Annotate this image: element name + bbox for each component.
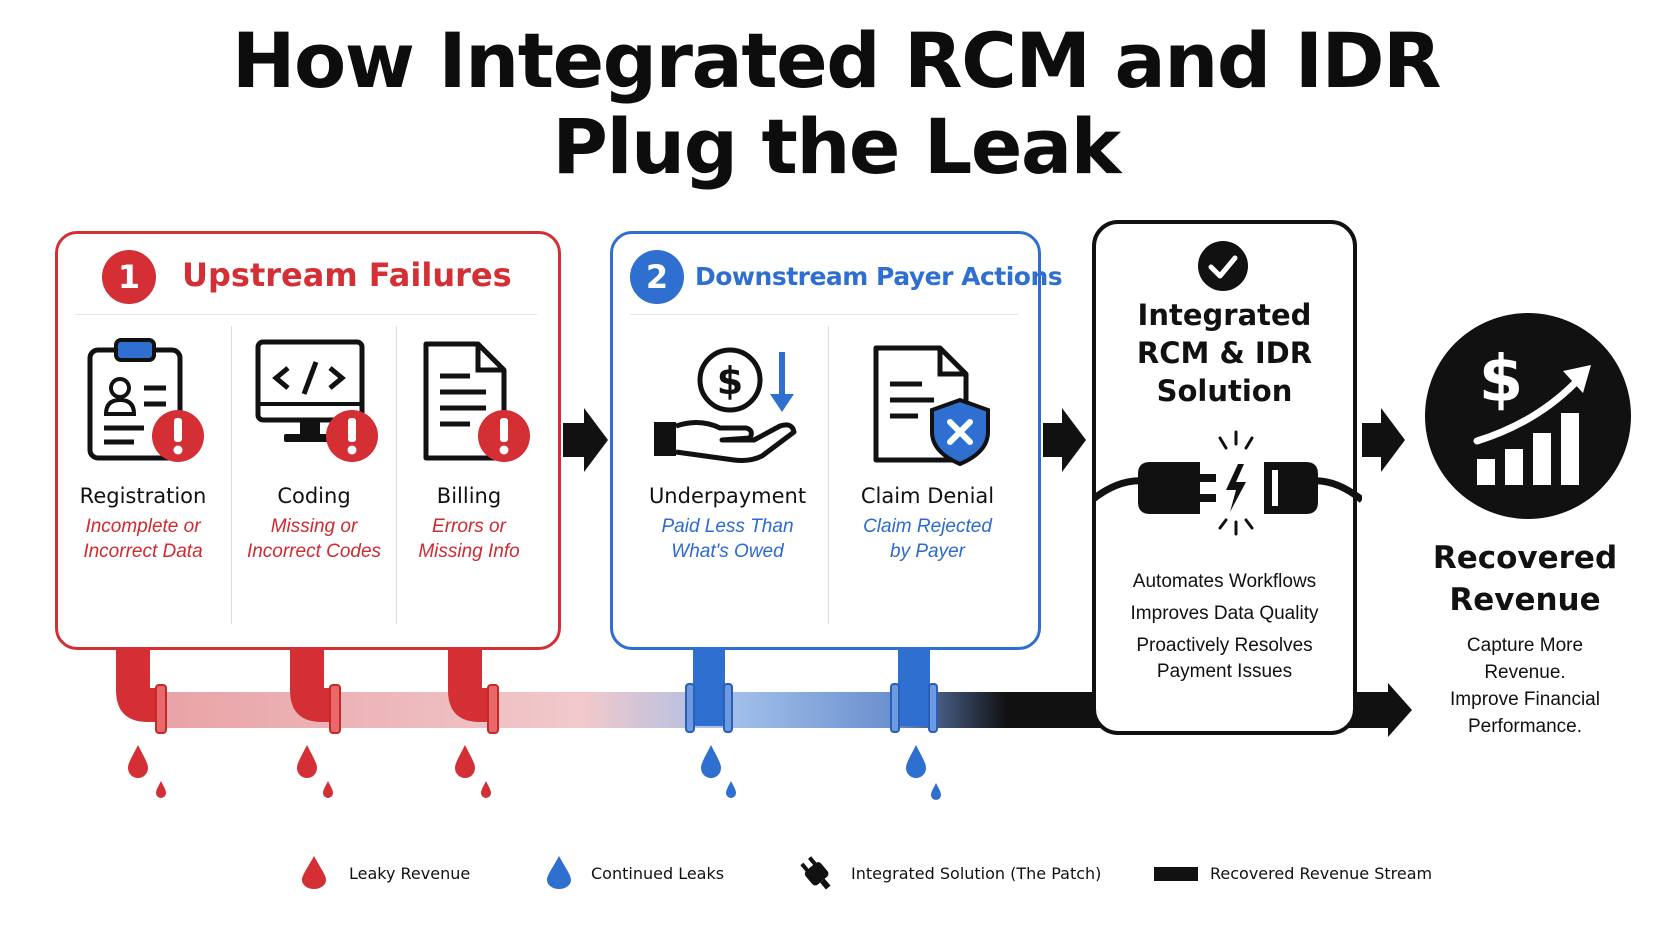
upstream-divider — [75, 314, 537, 315]
arrow-downstream-to-solution — [1043, 408, 1086, 472]
downstream-heading: Downstream Payer Actions — [695, 262, 1063, 291]
benefit-automates-workflows: Automates Workflows — [1132, 571, 1317, 592]
solution-benefits: Automates Workflows Improves Data Qualit… — [1092, 566, 1357, 688]
legend-integrated-solution: Integrated Solution (The Patch) — [851, 864, 1102, 883]
downstream-col-divider — [828, 326, 829, 624]
downstream-divider — [630, 314, 1018, 315]
solution-title-line-2: RCM & IDR — [1136, 336, 1313, 370]
title-line-2: Plug the Leak — [552, 102, 1121, 191]
recovered-title: Recovered Revenue — [1400, 537, 1650, 621]
recovered-line-4: Performance. — [1467, 716, 1583, 737]
benefit-payment-issues: Payment Issues — [1156, 661, 1293, 682]
recovered-title-line-2: Revenue — [1449, 582, 1601, 618]
recovered-line-2: Revenue. — [1484, 662, 1566, 683]
benefit-proactively-resolves: Proactively Resolves — [1136, 635, 1313, 656]
red-drops — [128, 745, 491, 798]
legend-plug-icon — [800, 856, 831, 890]
checkmark-icon — [1198, 241, 1248, 291]
claim-denial-detail-line-2: by Payer — [890, 541, 965, 562]
recovered-line-3: Improve Financial — [1450, 689, 1600, 710]
plug-icon — [1092, 430, 1362, 536]
registration-column: Registration Incomplete or Incorrect Dat… — [64, 484, 222, 564]
claim-denial-detail: Claim Rejected by Payer — [830, 514, 1025, 564]
revenue-growth-icon: $ — [1425, 313, 1631, 519]
pipe-underpayment — [685, 636, 733, 733]
upstream-step-badge: 1 — [102, 250, 156, 304]
page-title: How Integrated RCM and IDR Plug the Leak — [0, 18, 1672, 190]
hand-coin-icon: $ — [654, 347, 797, 463]
blue-drop-icon — [547, 856, 571, 889]
upstream-col-divider-2 — [396, 326, 397, 624]
coding-detail-line-1: Missing or — [270, 516, 358, 537]
clipboard-user-icon — [87, 338, 204, 462]
monitor-code-icon — [255, 339, 378, 462]
legend-recovered-stream: Recovered Revenue Stream — [1210, 864, 1433, 883]
downstream-step-badge: 2 — [630, 250, 684, 304]
revenue-stream-arrowhead — [1388, 683, 1412, 737]
legend-continued-leaks: Continued Leaks — [591, 864, 725, 883]
recovered-title-line-1: Recovered — [1432, 540, 1618, 576]
benefit-improves-data-quality: Improves Data Quality — [1130, 603, 1319, 624]
coding-detail-line-2: Incorrect Codes — [246, 541, 382, 562]
billing-detail-line-1: Errors or — [432, 516, 506, 537]
title-line-1: How Integrated RCM and IDR — [231, 16, 1442, 105]
claim-denial-label: Claim Denial — [860, 484, 995, 508]
arrow-upstream-to-downstream — [563, 408, 608, 472]
pipe-registration — [116, 636, 167, 734]
registration-detail-line-1: Incomplete or — [85, 516, 201, 537]
registration-detail-line-2: Incorrect Data — [83, 541, 203, 562]
svg-text:$: $ — [717, 359, 743, 403]
underpayment-label: Underpayment — [648, 484, 807, 508]
coding-column: Coding Missing or Incorrect Codes — [233, 484, 395, 564]
black-bar-icon — [1154, 867, 1198, 881]
underpayment-detail-line-1: Paid Less Than — [661, 516, 794, 537]
claim-denial-column: Claim Denial Claim Rejected by Payer — [830, 484, 1025, 564]
underpayment-detail-line-2: What's Owed — [671, 541, 784, 562]
legend-leaky-revenue: Leaky Revenue — [349, 864, 471, 883]
registration-label: Registration — [79, 484, 207, 508]
upstream-heading: Upstream Failures — [182, 256, 512, 294]
svg-text:$: $ — [1479, 343, 1524, 417]
solution-title-line-1: Integrated — [1137, 298, 1312, 332]
billing-detail-line-2: Missing Info — [418, 541, 520, 562]
coding-detail: Missing or Incorrect Codes — [233, 514, 395, 564]
blue-drops — [701, 745, 941, 800]
billing-label: Billing — [436, 484, 502, 508]
recovered-line-1: Capture More — [1466, 635, 1584, 656]
solution-title: Integrated RCM & IDR Solution — [1092, 296, 1357, 410]
document-shield-icon — [873, 345, 990, 467]
coding-label: Coding — [277, 484, 351, 508]
claim-denial-detail-line-1: Claim Rejected — [863, 516, 992, 537]
billing-detail: Errors or Missing Info — [398, 514, 540, 564]
billing-column: Billing Errors or Missing Info — [398, 484, 540, 564]
document-icon — [423, 341, 530, 462]
underpayment-column: Underpayment Paid Less Than What's Owed — [630, 484, 825, 564]
upstream-col-divider-1 — [231, 326, 232, 624]
arrow-solution-to-recovered — [1362, 408, 1405, 472]
recovered-description: Capture More Revenue. Improve Financial … — [1400, 632, 1650, 740]
registration-detail: Incomplete or Incorrect Data — [64, 514, 222, 564]
underpayment-detail: Paid Less Than What's Owed — [630, 514, 825, 564]
pipe-claim-denial — [890, 636, 938, 733]
red-drop-icon — [302, 856, 326, 889]
solution-title-line-3: Solution — [1156, 374, 1293, 408]
